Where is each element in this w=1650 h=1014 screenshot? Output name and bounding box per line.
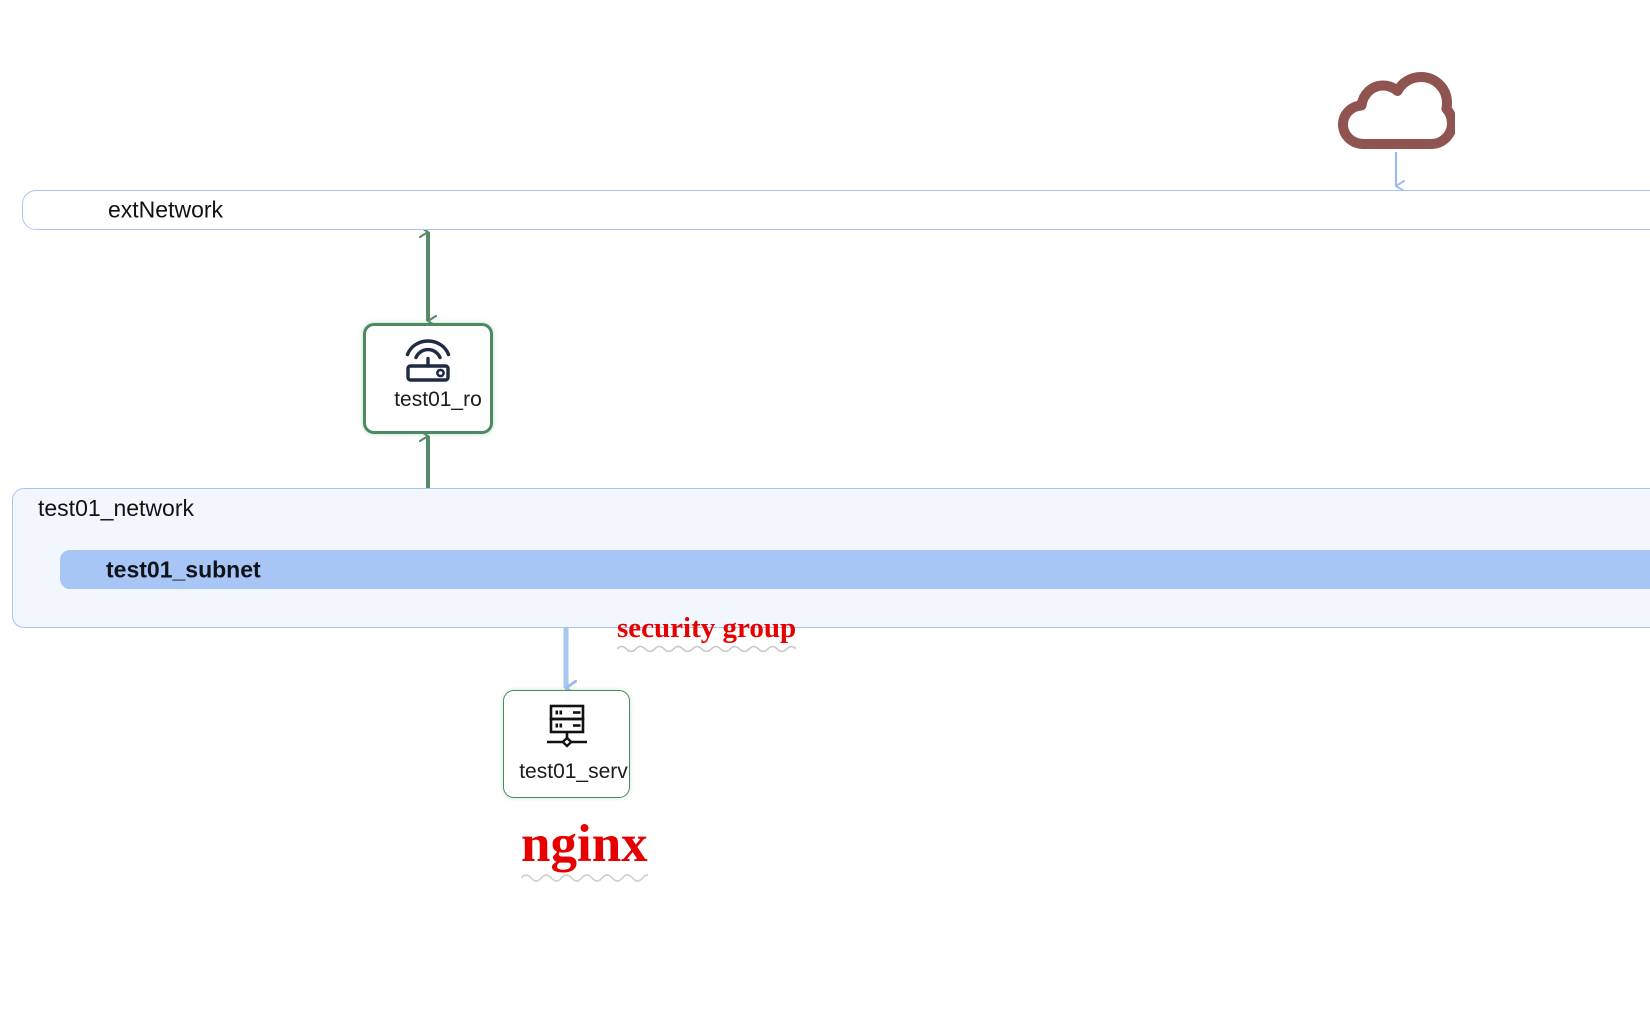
node-router[interactable]: test01_ro (363, 323, 493, 434)
annotation-nginx: nginx (521, 815, 648, 882)
subnet-test01[interactable]: test01_subnet (60, 550, 1650, 589)
annotation-nginx-text: nginx (521, 815, 648, 873)
network-extnetwork-label: extNetwork (108, 196, 224, 223)
cloud-icon (1337, 72, 1457, 154)
subnet-test01-label: test01_subnet (106, 556, 261, 582)
wifi-router-icon (400, 338, 456, 382)
annotation-security-group-text: security group (617, 612, 797, 644)
node-server-label: test01_serv (519, 760, 628, 783)
squiggle-underline-icon (617, 645, 797, 652)
annotation-security-group: security group (617, 612, 797, 652)
rack-server-icon (540, 704, 594, 754)
network-test01-label: test01_network (38, 495, 194, 521)
network-extnetwork[interactable]: extNetwork (22, 190, 1650, 230)
node-server[interactable]: test01_serv (503, 690, 630, 798)
node-router-label: test01_ro (394, 388, 482, 411)
